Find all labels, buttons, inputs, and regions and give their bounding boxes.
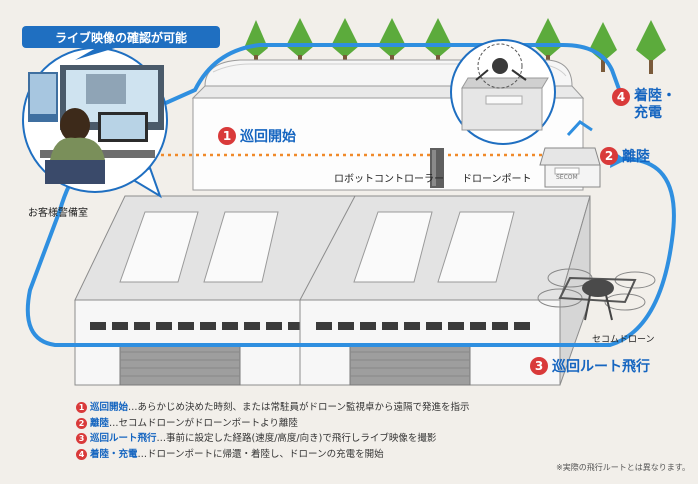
warehouse-front-right	[299, 195, 591, 386]
drone-label: セコムドローン	[592, 335, 655, 345]
tree-icon	[636, 20, 666, 74]
robot-controller-label: ロボットコントローラー	[334, 174, 444, 185]
step-4-text-line1: 着陸・	[634, 88, 676, 104]
legend-term: 着陸・充電	[90, 448, 138, 460]
drone-icon	[537, 268, 656, 321]
drone-port-label: ドローンポート	[462, 174, 532, 185]
legend-number: 3	[76, 433, 87, 445]
drone-port-icon	[539, 147, 601, 188]
patrol-route	[25, 42, 676, 347]
legend-desc: …セコムドローンがドローンポートより離陸	[109, 417, 298, 429]
port-sign: SECOM	[556, 174, 578, 181]
step-1-label: 1 巡回開始	[218, 126, 296, 146]
legend-number: 4	[76, 448, 87, 460]
tree-icon	[534, 18, 562, 63]
live-video-callout: ライブ映像の確認が可能	[22, 26, 220, 48]
tree-icon	[424, 18, 452, 63]
step-4-text-line2: 充電	[634, 105, 662, 121]
legend-term: 離陸	[90, 417, 110, 429]
step-3-label: 3 巡回ルート飛行	[530, 356, 650, 376]
step-1-text: 巡回開始	[240, 129, 296, 145]
control-room-illustration	[22, 40, 168, 199]
tree-icon	[589, 22, 617, 72]
step-2-label: 2 離陸	[600, 146, 650, 166]
legend-term: 巡回ルート飛行	[90, 433, 157, 444]
drone-landing-illustration	[450, 39, 556, 145]
robot-controller-icon	[430, 148, 444, 188]
legend-desc: …事前に設定した経路(速度/高度/向き)で飛行しライブ映像を撮影	[156, 433, 437, 444]
legend-number: 2	[76, 417, 87, 429]
step-2-text: 離陸	[622, 149, 650, 165]
step-4-number: 4	[612, 88, 630, 106]
step-2-number: 2	[600, 147, 618, 165]
step-3-text: 巡回ルート飛行	[552, 359, 650, 375]
legend-desc: …ドローンポートに帰還・着陸し、ドローンの充電を開始	[137, 448, 384, 460]
tree-icon	[378, 18, 406, 63]
tree-icon	[244, 20, 268, 63]
legend-number: 1	[76, 402, 87, 414]
security-room-label: お客様警備室	[28, 208, 88, 219]
tree-icon	[331, 18, 359, 63]
footnote: ※実際の飛行ルートとは異なります。	[556, 463, 690, 472]
step-4-label: 4 着陸・ 充電	[612, 88, 676, 122]
legend-desc: …あらかじめ決めた時刻、または常駐員がドローン監視卓から遠隔で発進を指示	[128, 402, 470, 413]
tree-icon	[286, 18, 314, 63]
legend-term: 巡回開始	[90, 402, 129, 413]
step-3-number: 3	[530, 357, 548, 375]
step-1-number: 1	[218, 127, 236, 145]
